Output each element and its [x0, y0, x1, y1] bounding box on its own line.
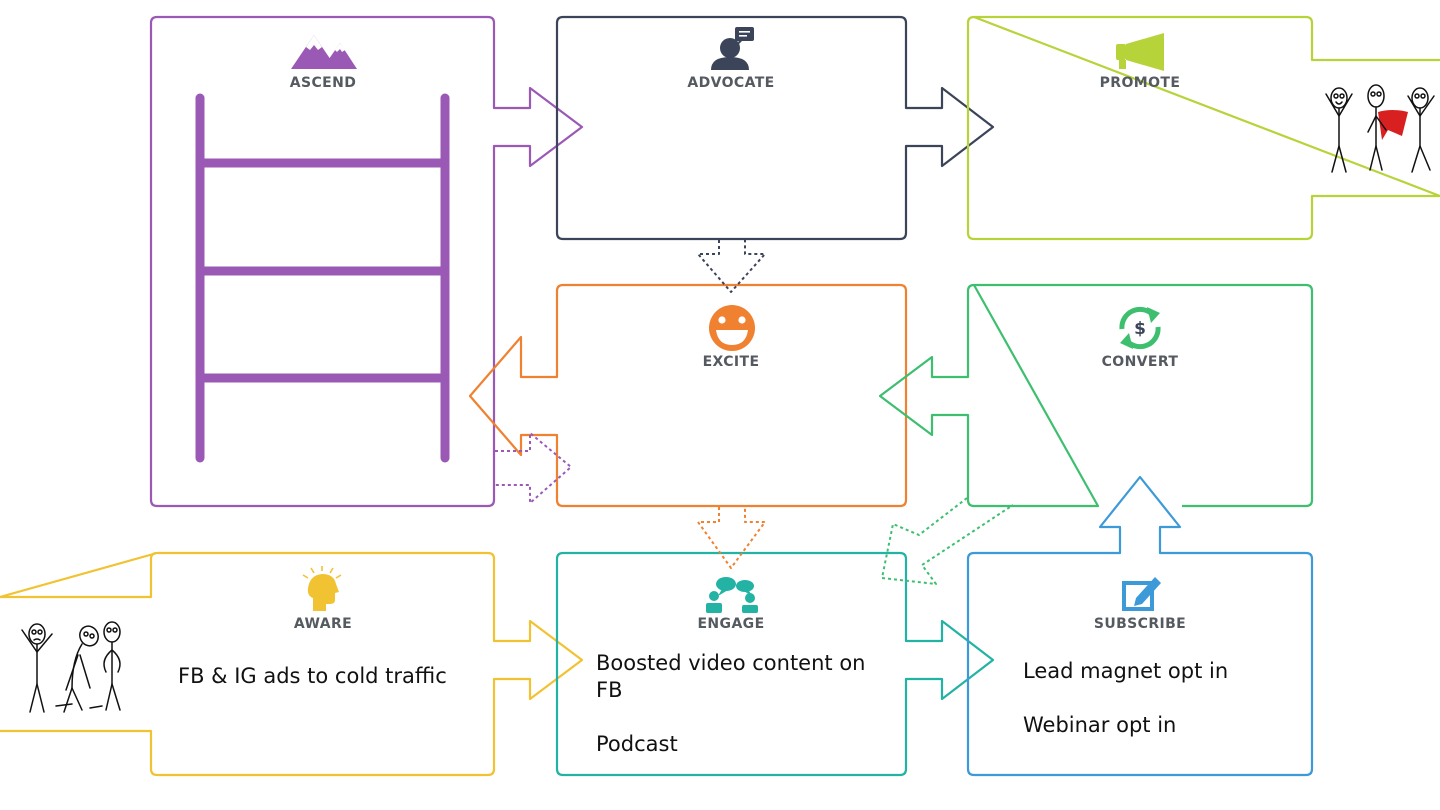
content-line: FB — [596, 678, 623, 702]
ascend-box — [149, 15, 584, 508]
subscribe-box — [966, 475, 1314, 777]
svg-text:$: $ — [1134, 319, 1146, 339]
convert-to-engage-arrow — [881, 497, 1014, 585]
advocate-box — [555, 15, 995, 241]
smiley-icon — [709, 305, 755, 351]
aware-box — [0, 551, 584, 777]
promote-box — [966, 15, 1440, 241]
mountains-icon — [291, 35, 357, 69]
advocate-to-excite-arrow — [697, 240, 766, 293]
engage-box — [555, 551, 995, 777]
convert-label: CONVERT — [1101, 354, 1179, 370]
person-speech-icon — [711, 27, 754, 70]
ascend-to-excite-arrow — [495, 432, 572, 504]
aware-content: FB & IG ads to cold traffic — [178, 663, 447, 690]
engage-content: Boosted video content on FB Podcast — [596, 650, 865, 758]
excite-box — [468, 283, 908, 508]
stick-figures-confused — [21, 621, 121, 713]
subscribe-content: Lead magnet opt in Webinar opt in — [1023, 658, 1228, 739]
content-line: FB & IG ads to cold traffic — [178, 664, 447, 688]
dollar-refresh-icon: $ — [1119, 306, 1161, 350]
ladder-illustration — [195, 93, 450, 463]
content-line: Lead magnet opt in — [1023, 659, 1229, 683]
content-line: Podcast — [596, 732, 678, 756]
promote-label: PROMOTE — [1099, 75, 1181, 91]
content-line — [1023, 685, 1228, 712]
engage-label: ENGAGE — [697, 616, 765, 632]
content-line: Webinar opt in — [1023, 713, 1177, 737]
subscribe-label: SUBSCRIBE — [1093, 616, 1187, 632]
content-line: Boosted video content on — [596, 651, 866, 675]
conversation-icon — [706, 577, 758, 613]
stick-figures-cheering — [1325, 84, 1435, 173]
convert-box — [878, 283, 1314, 508]
ascend-label: ASCEND — [289, 75, 357, 91]
lightbulb-head-icon — [302, 566, 342, 611]
content-line — [596, 704, 865, 731]
edit-icon — [1122, 577, 1161, 611]
aware-label: AWARE — [293, 616, 353, 632]
excite-label: EXCITE — [702, 354, 760, 370]
advocate-label: ADVOCATE — [687, 75, 775, 91]
excite-to-engage-arrow — [697, 507, 766, 569]
megaphone-icon — [1116, 33, 1164, 71]
